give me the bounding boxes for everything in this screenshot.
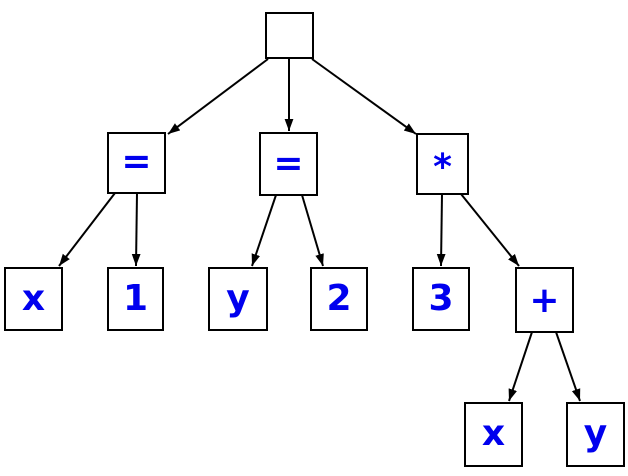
edge-plus-var-x-2 [508,331,533,402]
tree-node-var-y: y [208,267,268,331]
var-x-2-node-box [464,402,523,467]
literal-1-node-box [107,267,164,331]
edge-assign-2-var-y [251,194,277,267]
tree-node-plus: + [515,267,574,333]
edge-multiply-literal-3 [436,193,446,267]
assign-2-node-box [259,132,318,196]
tree-nodes: = = * x 1 y [4,12,625,467]
tree-node-var-x: x [4,267,63,331]
assign-1-node-box [107,132,166,194]
tree-node-root [265,12,314,59]
multiply-node-box [416,133,469,195]
edge-plus-var-y-2 [555,331,581,402]
edge-multiply-plus [460,193,520,267]
tree-node-assign-2: = [259,132,318,196]
var-y-node-label: y [226,278,249,319]
literal-3-node-box [412,267,470,331]
edge-assign-1-literal-1 [131,192,141,267]
var-y-2-node-label: y [584,413,607,454]
tree-node-literal-1: 1 [107,267,164,331]
var-y-node-box [208,267,268,331]
edge-root-assign-1 [167,58,269,135]
tree-node-literal-2: 2 [310,267,368,331]
var-x-node-box [4,267,63,331]
literal-3-node-label: 3 [428,278,453,319]
var-x-2-node-label: x [482,413,505,454]
var-y-2-node-box [566,402,625,467]
root-node-box [265,12,314,59]
tree-node-literal-3: 3 [412,267,470,331]
tree-node-assign-1: = [107,132,166,194]
edge-root-multiply [311,58,417,135]
plus-node-box [515,267,574,333]
tree-edges [58,58,581,402]
literal-1-node-label: 1 [123,278,148,319]
var-x-node-label: x [22,278,45,319]
edge-assign-1-var-x [58,192,116,267]
edge-assign-2-literal-2 [301,194,324,267]
assign-1-node-label: = [121,141,151,182]
tree-node-var-y-2: y [566,402,625,467]
plus-node-label: + [529,280,559,321]
assign-2-node-label: = [273,143,303,184]
tree-node-var-x-2: x [464,402,523,467]
literal-2-node-label: 2 [326,278,351,319]
literal-2-node-box [310,267,368,331]
multiply-node-label: * [433,147,452,188]
tree-node-multiply: * [416,133,469,195]
